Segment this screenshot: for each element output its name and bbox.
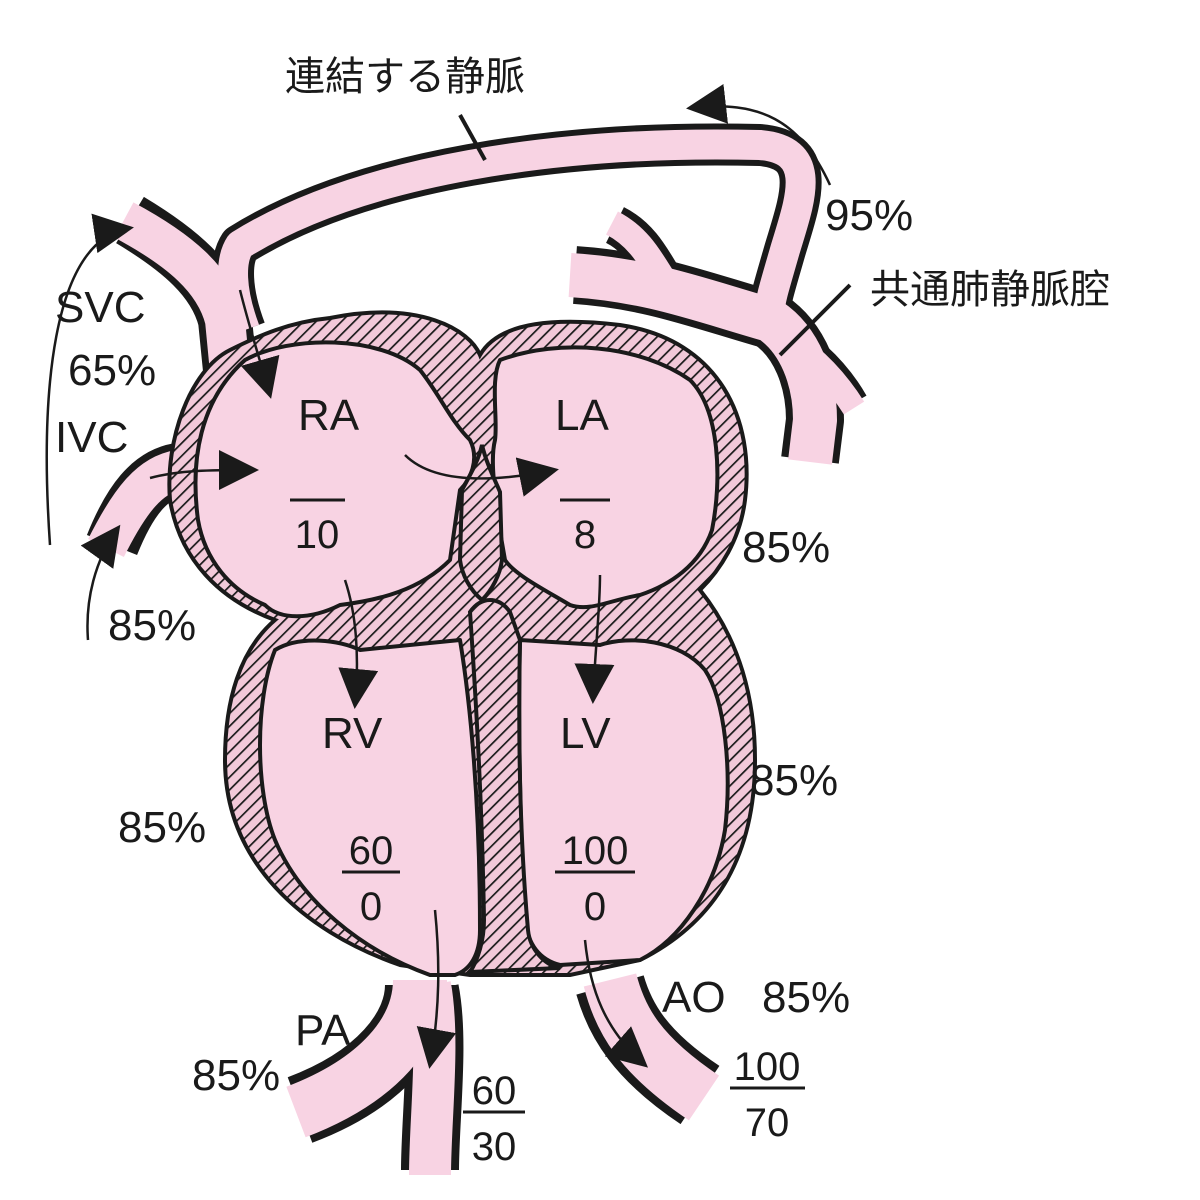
ra-pressure-bottom: 10 <box>295 513 340 557</box>
common-pv-leader <box>778 283 852 357</box>
pa-pressure-top: 60 <box>472 1069 517 1113</box>
ra-label: RA <box>298 391 360 440</box>
interventricular-septum <box>466 597 561 975</box>
lv-label: LV <box>560 709 611 758</box>
svc-sat: 65% <box>68 346 156 395</box>
pa-label: PA <box>295 1006 351 1055</box>
pa-sat: 85% <box>192 1051 280 1100</box>
fraction-bars <box>290 498 805 1114</box>
connecting-vein-label: 連結する静脈 <box>285 54 525 100</box>
la-pressure-bottom: 8 <box>574 513 596 557</box>
leader-lines <box>458 114 852 357</box>
chambers <box>193 340 730 977</box>
rv-pressure-bottom: 0 <box>360 885 382 929</box>
connecting-vein-sat: 95% <box>825 191 913 240</box>
flow-arrows <box>45 84 832 1069</box>
ra-to-rv-arrow <box>338 579 379 709</box>
interatrial-septum <box>457 444 505 603</box>
rv-pressure-top: 60 <box>349 829 394 873</box>
svc-sat-arrow <box>45 213 134 546</box>
lv-pressure-top: 100 <box>562 829 629 873</box>
ivc-to-ra-arrow <box>149 450 259 491</box>
la-sat: 85% <box>742 523 830 572</box>
rv-label: RV <box>322 709 383 758</box>
ivc-sat-arrow <box>80 524 121 641</box>
rv-chamber <box>258 638 482 977</box>
ivc-sat: 85% <box>108 601 196 650</box>
svc-label: SVC <box>55 283 145 332</box>
cv-sat-arrow <box>686 84 832 186</box>
rv-sat: 85% <box>118 803 206 852</box>
lv-to-ao-arrow <box>583 939 649 1068</box>
ivc-label: IVC <box>55 413 128 462</box>
ra-chamber <box>193 340 477 619</box>
la-chamber <box>490 345 720 610</box>
connecting-vein-leader <box>458 114 487 161</box>
lv-pressure-bottom: 0 <box>584 885 606 929</box>
rv-to-pa-arrow <box>416 909 457 1069</box>
common-pv-chamber-label: 共通肺静脈腔 <box>870 267 1110 313</box>
la-label: LA <box>555 391 609 440</box>
pa-pressure-bottom: 30 <box>472 1125 517 1169</box>
text-labels: 連結する静脈 共通肺静脈腔 95% SVC 65% IVC 85% RA LA … <box>55 54 1110 1169</box>
ra-to-la-arrow <box>404 454 559 497</box>
lv-sat: 85% <box>750 756 838 805</box>
ao-sat: 85% <box>762 973 850 1022</box>
ao-pressure-top: 100 <box>734 1045 801 1089</box>
svc-to-ra-arrow <box>238 289 280 399</box>
ao-label: AO <box>662 973 726 1022</box>
ao-pressure-bottom: 70 <box>745 1101 790 1145</box>
la-to-lv-arrow <box>574 574 615 704</box>
